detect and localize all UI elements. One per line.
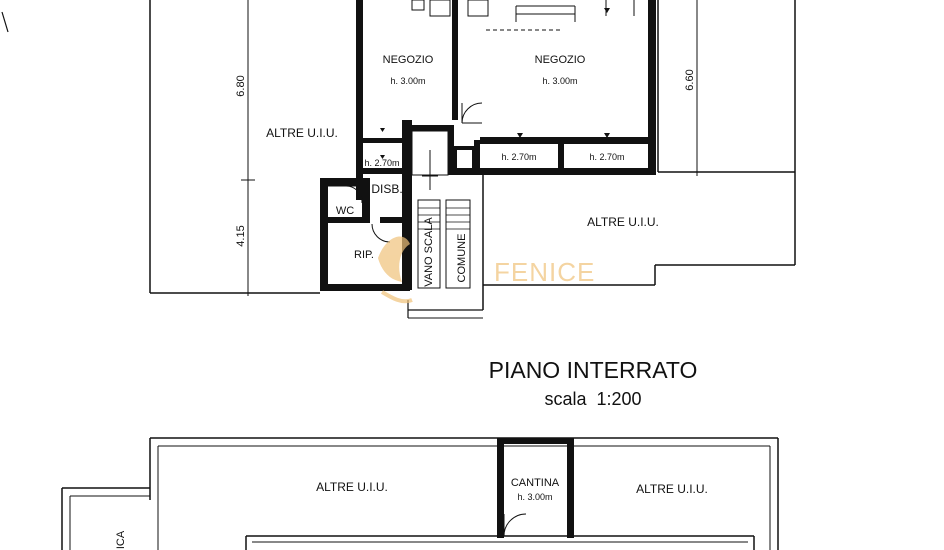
watermark-text: FENICE <box>494 257 595 287</box>
section-scale: scala 1:200 <box>544 389 641 409</box>
room-height-strip-right: h. 2.70m <box>589 152 624 162</box>
dimension-right: 6.60 <box>684 69 696 90</box>
room-name-negozio-left: NEGOZIO <box>383 54 434 66</box>
room-name-cantina: CANTINA <box>511 477 560 489</box>
watermark-logo: FENICE <box>378 236 595 304</box>
room-height-strip-left: h. 2.70m <box>364 158 399 168</box>
lower-altre-uiu-right: ALTRE U.I.U. <box>636 482 708 496</box>
altre-uiu-left: ALTRE U.I.U. <box>266 126 338 140</box>
lower-altre-uiu-left: ALTRE U.I.U. <box>316 480 388 494</box>
lower-floor-plan <box>61 437 779 550</box>
upper-floor-plan <box>1 0 796 319</box>
upper-plan-labels: NEGOZIO h. 3.00m NEGOZIO h. 3.00m h. 2.7… <box>235 54 696 287</box>
stair-label-comune: COMUNE <box>456 234 468 283</box>
room-name-rip: RIP. <box>354 249 374 261</box>
dimension-left-lower: 4.15 <box>235 225 247 246</box>
dimension-left-upper: 6.80 <box>235 75 247 96</box>
room-name-wc: WC <box>336 205 354 217</box>
room-name-negozio-right: NEGOZIO <box>535 54 586 66</box>
room-height-cantina: h. 3.00m <box>517 492 552 502</box>
room-height-strip-mid: h. 2.70m <box>501 152 536 162</box>
room-height-negozio-left: h. 3.00m <box>390 76 425 86</box>
section-title-block: PIANO INTERRATO scala 1:200 <box>489 357 698 409</box>
side-room-fragment: ICA <box>115 530 127 549</box>
altre-uiu-right: ALTRE U.I.U. <box>587 215 659 229</box>
lower-plan-labels: ALTRE U.I.U. ALTRE U.I.U. CANTINA h. 3.0… <box>115 477 708 549</box>
room-height-negozio-right: h. 3.00m <box>542 76 577 86</box>
stair-label-vano-scala: VANO SCALA <box>423 217 435 287</box>
section-title: PIANO INTERRATO <box>489 357 698 383</box>
room-name-disb: DISB. <box>371 182 402 196</box>
